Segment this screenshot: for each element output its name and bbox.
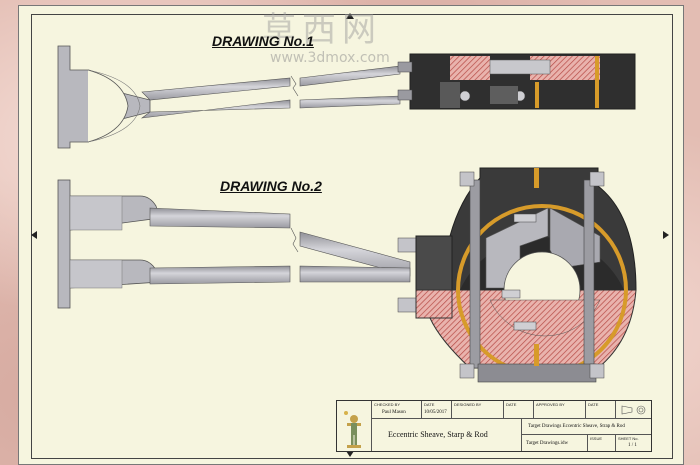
checked-by-value: Paul Mason [382, 410, 406, 415]
projection-cell [615, 401, 651, 419]
frame-ticks [31, 13, 669, 457]
subtitle-cell: Target Drawings Eccentric Sheave, Strap … [521, 419, 651, 435]
drawing2-eccentric-strap [397, 167, 637, 383]
title-cell: Eccentric Sheave, Starp & Rod [371, 419, 521, 451]
projection-symbol [621, 405, 646, 415]
drawing1-fork [57, 45, 151, 149]
date3-label: DATE [588, 402, 599, 407]
date-value: 10/05/2017 [424, 410, 447, 415]
drawing-subtitle: Target Drawings Eccentric Sheave, Strap … [528, 424, 625, 429]
drawing1-rods [140, 65, 401, 119]
sheet-label: SHEET No. [618, 436, 639, 441]
drawing2-rods [149, 207, 411, 285]
issue-cell: ISSUE [587, 435, 615, 451]
watermark-text: 草西网 [262, 10, 382, 50]
drawing1-strap-section [397, 53, 636, 110]
logo-cell [337, 401, 371, 451]
date-cell: DATE 10/05/2017 [421, 401, 451, 419]
sheet-value: 1 / 1 [628, 443, 637, 448]
checked-by-label: CHECKED BY [374, 402, 401, 407]
drawing2-title: DRAWING No.2 [220, 178, 322, 194]
designed-by-cell: DESIGNED BY [451, 401, 503, 419]
issue-label: ISSUE [590, 436, 603, 441]
designed-by-label: DESIGNED BY [454, 402, 482, 407]
drawing2-fork [57, 179, 161, 309]
approved-by-cell: APPROVED BY [533, 401, 585, 419]
title-block: CHECKED BY Paul Mason DATE 10/05/2017 DE… [336, 400, 652, 452]
date3-cell: DATE [585, 401, 615, 419]
sheet-cell: SHEET No. 1 / 1 [615, 435, 651, 451]
drawing-filename: Target Drawings.idw [526, 441, 569, 446]
approved-by-label: APPROVED BY [536, 402, 565, 407]
figure-logo [344, 411, 361, 448]
filename-cell: Target Drawings.idw [521, 435, 587, 451]
drawing-title: Eccentric Sheave, Starp & Rod [388, 430, 488, 439]
checked-by-cell: CHECKED BY Paul Mason [371, 401, 421, 419]
watermark-url: www.3dmox.com [270, 50, 390, 66]
date2-label: DATE [506, 402, 517, 407]
date2-cell: DATE [503, 401, 533, 419]
date-label: DATE [424, 402, 435, 407]
drawing-frame [31, 14, 673, 459]
drawing1-title: DRAWING No.1 [212, 33, 314, 49]
